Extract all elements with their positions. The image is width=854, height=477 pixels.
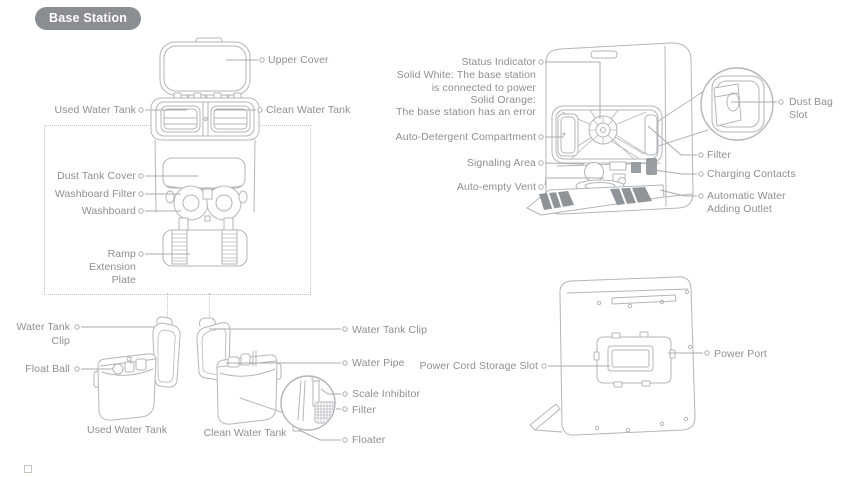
label-auto-detergent-compartment: Auto-Detergent Compartment (395, 130, 536, 143)
label-ramp-line2: Extension (88, 260, 136, 273)
label-clean-water-tank: Clean Water Tank (266, 103, 351, 116)
label-floater: Floater (352, 433, 386, 446)
label-status-note1: Solid White: The base station (396, 68, 536, 81)
label-filter-tank: Filter (352, 403, 376, 416)
label-water-tank-clip-right: Water Tank Clip (352, 323, 428, 336)
dotted-connector-left (167, 293, 168, 321)
label-washboard-filter: Washboard Filter (54, 187, 136, 200)
label-water-pipe: Water Pipe (352, 356, 405, 369)
label-used-water-tank: Used Water Tank (54, 103, 136, 116)
label-auto-empty-vent: Auto-empty Vent (456, 180, 536, 193)
label-dust-bag-line1: Dust Bag (789, 95, 833, 108)
label-washboard: Washboard (81, 204, 136, 217)
clean-water-tank-drawing (196, 317, 336, 432)
label-status-note4: The base station has an error (395, 105, 536, 118)
label-auto-water-line2: Adding Outlet (707, 202, 772, 215)
label-power-cord-storage-slot: Power Cord Storage Slot (419, 359, 538, 372)
label-status-note3: Solid Orange: (470, 93, 536, 106)
caption-used-water-tank: Used Water Tank (87, 424, 167, 436)
used-water-tank-drawing (93, 316, 181, 421)
station-front-view-drawing (526, 42, 774, 216)
label-status-note2: is connected to power (431, 81, 536, 94)
section-badge: Base Station (35, 7, 142, 30)
label-filter-station: Filter (707, 148, 731, 161)
label-float-ball: Float Ball (25, 362, 70, 375)
label-water-tank-clip-left1: Water Tank (16, 320, 70, 333)
label-auto-water-line1: Automatic Water (707, 189, 786, 202)
dotted-connector-right (209, 293, 210, 317)
label-dust-tank-cover: Dust Tank Cover (57, 169, 136, 182)
label-ramp-line1: Ramp (107, 247, 136, 260)
label-scale-inhibitor: Scale Inhibitor (352, 387, 421, 400)
front-top-view-drawing (150, 37, 260, 267)
caption-clean-water-tank: Clean Water Tank (203, 427, 287, 439)
label-status-indicator: Status Indicator (461, 55, 536, 68)
page-corner-marker (24, 465, 32, 473)
label-charging-contacts: Charging Contacts (707, 167, 796, 180)
dust-bag-slot-magnifier (711, 75, 765, 133)
label-signaling-area: Signaling Area (466, 156, 536, 169)
label-ramp-line3: Plate (111, 273, 136, 286)
label-upper-cover: Upper Cover (268, 53, 329, 66)
label-water-tank-clip-left2: Clip (51, 334, 70, 347)
back-view-drawing (529, 276, 696, 436)
label-power-port: Power Port (714, 347, 767, 360)
label-dust-bag-line2: Slot (789, 108, 808, 121)
